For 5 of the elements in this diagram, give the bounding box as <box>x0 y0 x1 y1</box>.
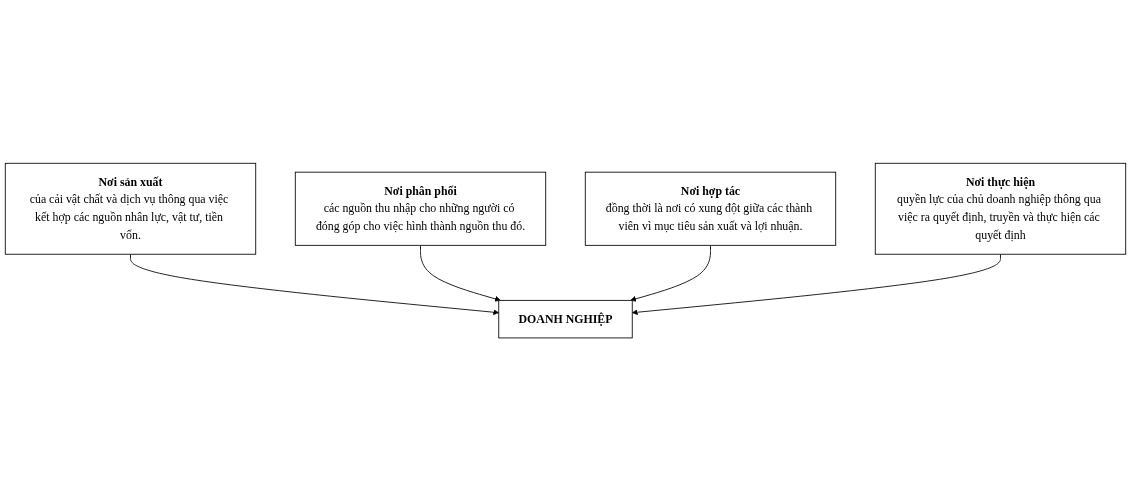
node-box: Nơi hợp tác đồng thời là nơi có xung đột giữa các thành viên vì mục tiêu sản xuất và lợi nhuận. <box>584 172 837 247</box>
node-box: Nơi sản xuất của cải vật chất và dịch vụ thông qua việc kết hợp các nguồn nhân lực, vật tư, tiền vốn. <box>4 163 257 256</box>
node-box: Nơi thực hiện quyền lực của chủ doanh nghiệp thông qua việc ra quyết định, truyền và thực hiện các quyết định <box>874 163 1127 256</box>
node-box: Nơi phân phối các nguồn thu nhập cho những người có đóng góp cho việc hình thành nguồn thu đó. <box>294 172 547 247</box>
node-box: DOANH NGHIỆP <box>498 300 633 339</box>
